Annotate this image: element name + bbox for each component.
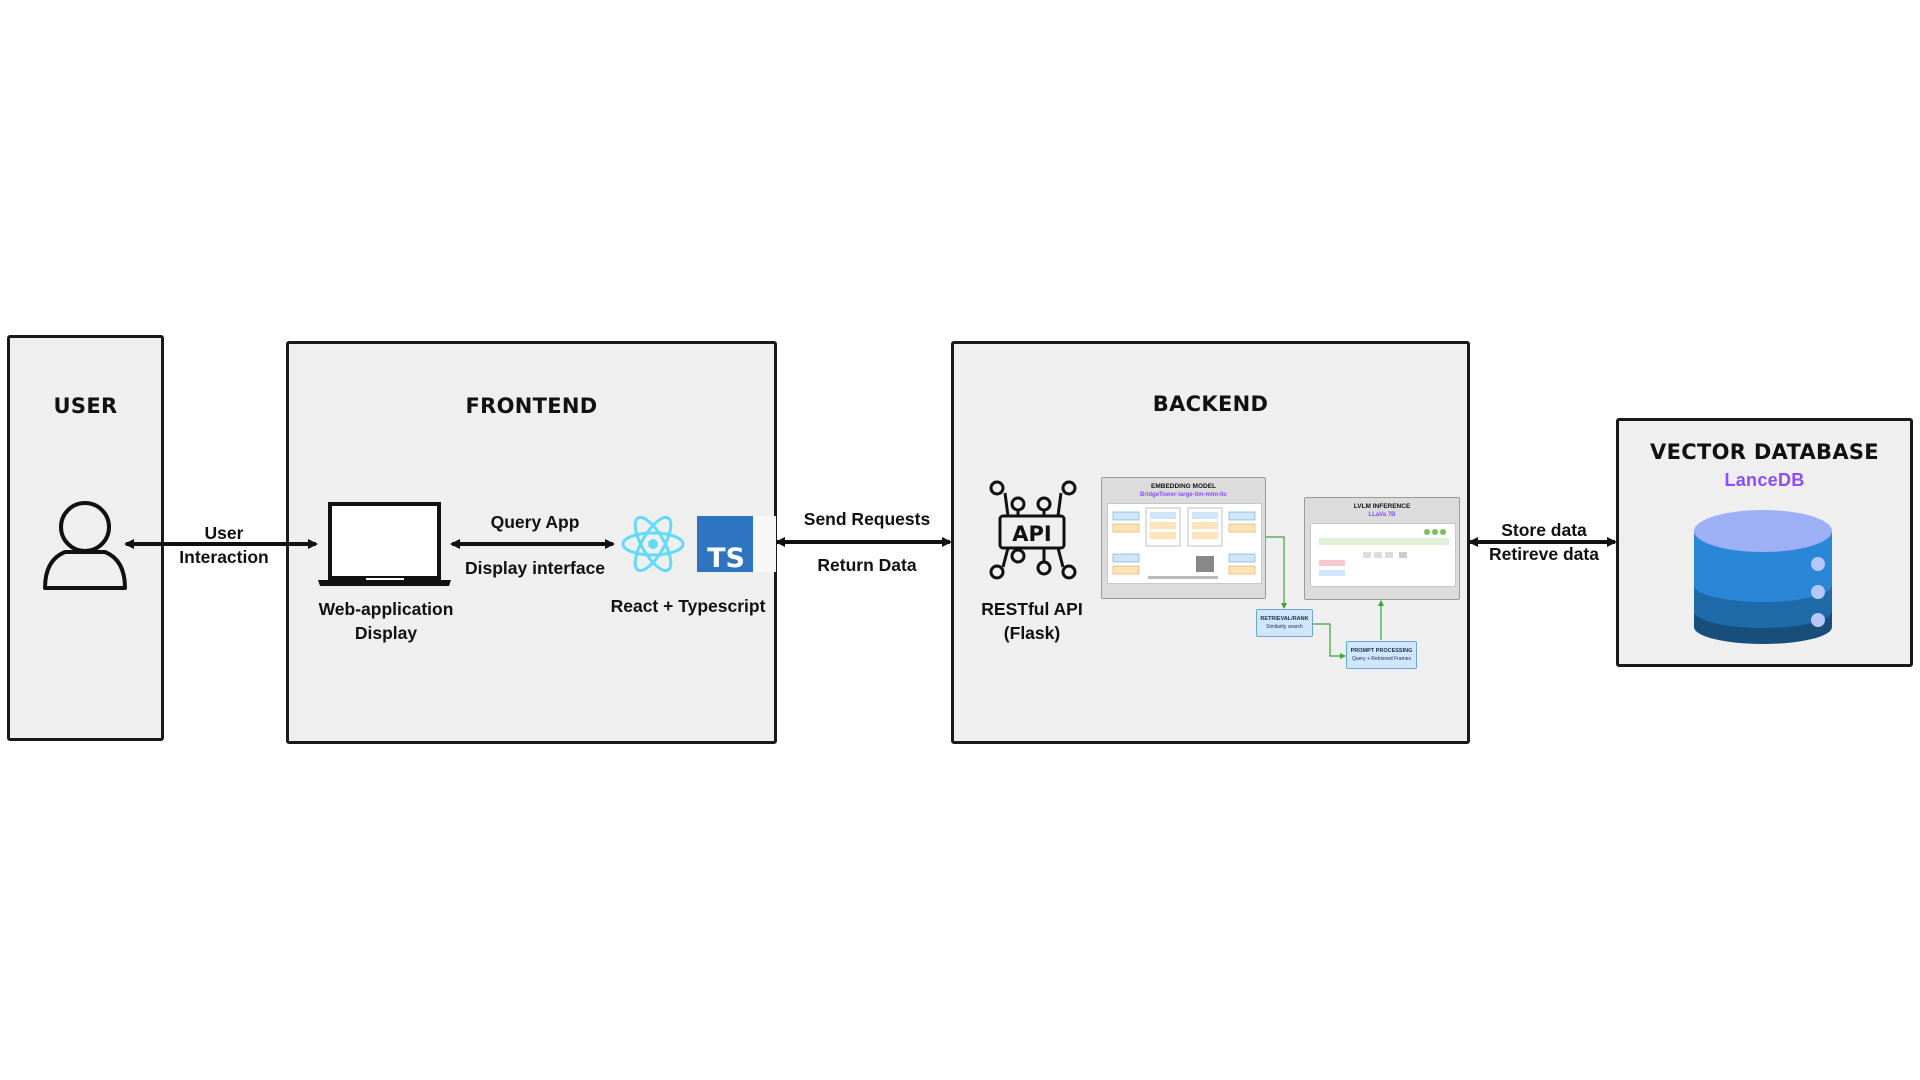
restful-api-line1: RESTful API	[981, 599, 1083, 619]
database-icon	[1694, 510, 1832, 644]
api-icon: API	[989, 480, 1077, 580]
lvlm-architecture-sketch	[1319, 529, 1449, 576]
api-icon-text: API	[1012, 522, 1051, 546]
store-data-label: Store data	[1501, 520, 1587, 540]
prompt-processing-box: PROMPT PROCESSING Query + Retrieved Fram…	[1346, 641, 1417, 669]
web-app-line2: Display	[354, 623, 418, 643]
embedding-architecture-sketch	[1112, 507, 1256, 579]
embedding-model-title: EMBEDDING MODEL	[1151, 483, 1216, 490]
vector-database-title: VECTOR DATABASE	[1650, 440, 1879, 464]
return-data-label: Return Data	[817, 555, 917, 575]
restful-api-line2: (Flask)	[1003, 623, 1061, 643]
retrieval-rank-title: RETRIEVAL/RANK	[1260, 616, 1309, 622]
user-panel: USER	[7, 335, 164, 741]
react-typescript-label: React + Typescript	[610, 596, 766, 616]
user-interaction-line1: User	[204, 523, 244, 543]
web-app-line1: Web-application	[318, 599, 454, 619]
embedding-model-box: EMBEDDING MODEL BridgeTower-large-itm-ml…	[1101, 477, 1266, 599]
frontend-panel-title: FRONTEND	[465, 394, 598, 418]
ts-logo-backdrop	[753, 516, 776, 572]
lvlm-figure	[1310, 523, 1456, 587]
retrieve-data-label: Retireve data	[1489, 544, 1599, 564]
embedding-model-figure	[1107, 503, 1262, 584]
prompt-processing-title: PROMPT PROCESSING	[1350, 648, 1413, 654]
retrieval-rank-sub: Similarity search	[1266, 624, 1303, 630]
typescript-logo-icon: TS	[697, 516, 753, 574]
user-interaction-line2: Interaction	[179, 547, 269, 567]
vector-database-subtitle: LanceDB	[1724, 470, 1805, 490]
display-interface-label: Display interface	[464, 558, 606, 578]
backend-panel-title: BACKEND	[1152, 392, 1269, 416]
embedding-model-name: BridgeTower-large-itm-mlm-itc	[1140, 492, 1227, 498]
react-logo-icon	[621, 515, 685, 573]
restful-api-label: RESTful API (Flask)	[962, 597, 1102, 645]
retrieval-rank-box: RETRIEVAL/RANK Similarity search	[1256, 609, 1313, 637]
pipeline-arrows	[1266, 536, 1384, 659]
send-requests-label: Send Requests	[803, 509, 931, 529]
web-app-label: Web-application Display	[306, 597, 466, 645]
user-icon	[43, 501, 127, 590]
lvlm-inference-model: LLaVa 7B	[1368, 512, 1396, 518]
user-panel-title: USER	[53, 394, 118, 418]
prompt-processing-sub: Query + Retrieved Frames	[1351, 656, 1412, 662]
typescript-logo-text: TS	[707, 543, 745, 574]
user-interaction-label: User Interaction	[168, 521, 280, 569]
laptop-icon	[318, 502, 451, 586]
lvlm-inference-box: LVLM INFERENCE LLaVa 7B	[1304, 497, 1460, 600]
lvlm-inference-title: LVLM INFERENCE	[1353, 503, 1411, 510]
query-app-label: Query App	[490, 512, 580, 532]
